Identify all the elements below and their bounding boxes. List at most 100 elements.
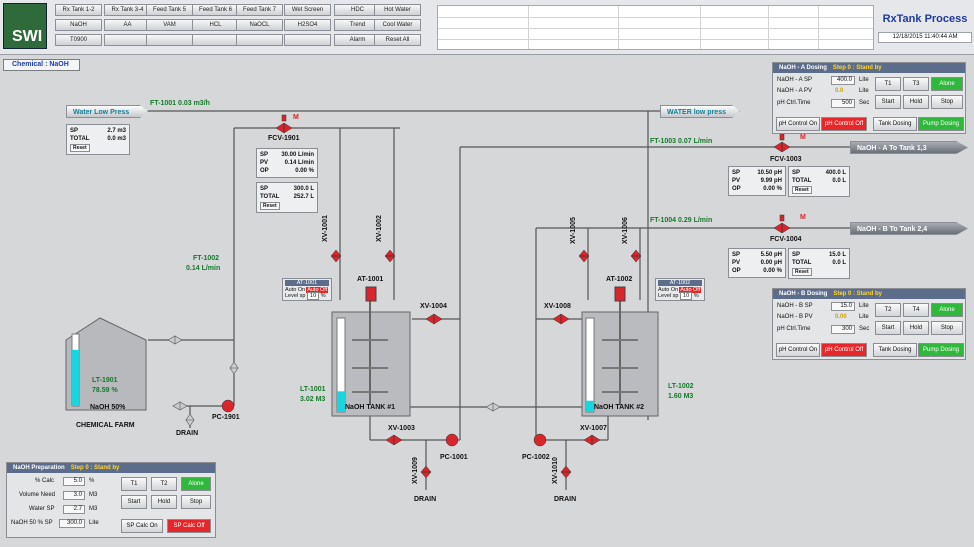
nav-button-14[interactable]: H2SO4 [284,19,331,31]
at1002-tag: AT-1002 [606,276,633,283]
xv1001-tag: XV-1001 [322,215,329,242]
naoh-b-stop-button[interactable]: Stop [931,321,963,335]
prep-water-sp-input[interactable]: 2.7 [63,505,85,514]
ft1002-value: 0.14 L/min [186,265,221,272]
naoh-b-ph-off-button[interactable]: pH Control Off [821,343,867,357]
fcv1003-reset-button[interactable]: Reset [792,186,812,194]
at1002-auto-off-button[interactable]: Auto Off [679,287,702,293]
naoh-a-ph-off-button[interactable]: pH Control Off [821,117,867,131]
nav-button-24[interactable]: Reset All [374,34,421,46]
prep-alone-button[interactable]: Alone [181,477,211,491]
water-reset-button[interactable]: Reset [70,144,90,152]
fcv1004-mode: M [800,214,806,221]
sp-calc-on-button[interactable]: SP Calc On [121,519,163,533]
tank1-level-bar [337,391,345,412]
naoh-a-start-button[interactable]: Start [875,95,901,109]
fcv1003-mode: M [800,134,806,141]
naoh-a-t3-button[interactable]: T3 [903,77,929,91]
xv1006-tag: XV-1006 [622,217,629,244]
nav-button-1[interactable]: Rx Tank 1-2 [55,4,102,16]
xv1007-tag: XV-1007 [580,425,607,432]
prep-naoh-sp-input[interactable]: 300.0 [59,519,85,528]
naoh-a-sp-input[interactable]: 400.0 [831,76,855,85]
xv1005-tag: XV-1005 [570,217,577,244]
naoh-b-pump-dosing-button[interactable]: Pump Dosing [918,343,964,357]
prep-volume-input[interactable]: 3.0 [63,491,85,500]
nav-button-22[interactable] [284,34,331,46]
naoh-b-sp-input[interactable]: 15.0 [831,302,855,311]
naoh-a-ph-on-button[interactable]: pH Control On [776,117,820,131]
prep-start-button[interactable]: Start [121,495,147,509]
nav-button-7[interactable]: HDC [334,4,381,16]
pc1001-label: PC-1001 [440,454,468,461]
fcv1901-mode: M [293,114,299,121]
sp-calc-off-button[interactable]: SP Calc Off [167,519,211,533]
drain-2-label: DRAIN [554,496,577,503]
naoh-b-outlet: NaOH - B To Tank 2,4 [850,222,968,235]
naoh-a-pump-dosing-button[interactable]: Pump Dosing [918,117,964,131]
farm-inner-label: NaOH 50% [90,404,126,411]
fcv1901-reset-button[interactable]: Reset [260,202,280,210]
xv1008-tag: XV-1008 [544,303,571,310]
at1001-auto-on-button[interactable]: Auto On [285,287,306,293]
naoh-a-tank-dosing-button[interactable]: Tank Dosing [873,117,917,131]
chemical-label: Chemical : NaOH [3,59,80,71]
nav-button-6[interactable]: Wet Screen [284,4,331,16]
at1001-auto-off-button[interactable]: Auto Off [306,287,329,293]
pc1002-label: PC-1002 [522,454,550,461]
naoh-b-hold-button[interactable]: Hold [903,321,929,335]
prep-t1-button[interactable]: T1 [121,477,147,491]
prep-stop-button[interactable]: Stop [181,495,211,509]
nav-button-23[interactable]: Alarm [334,34,381,46]
nav-button-9[interactable]: NaOH [55,19,102,31]
nav-button-17[interactable]: T0900 [55,34,102,46]
tank2-name: NaOH TANK #2 [594,404,645,411]
lt1001-value: 3.02 M3 [300,396,326,403]
at1002-auto-on-button[interactable]: Auto On [658,287,679,293]
fcv1004-reset-button[interactable]: Reset [792,268,812,276]
prep-calc-input[interactable]: 5.0 [63,477,85,486]
xv1010-tag: XV-1010 [552,457,559,484]
naoh-a-ctrl-time-input[interactable]: 500 [831,99,855,108]
naoh-b-ctrl-time-input[interactable]: 300 [831,325,855,334]
page-title: RxTank Process [882,13,968,25]
naoh-b-ph-on-button[interactable]: pH Control On [776,343,820,357]
nav-button-8[interactable]: Hot Water [374,4,421,16]
ft1004-flow: FT-1004 0.29 L/min [650,217,713,224]
nav-button-13[interactable]: NaOCL [236,19,283,31]
naoh-a-stop-button[interactable]: Stop [931,95,963,109]
fcv1004-tag: FCV-1004 [770,236,802,243]
nav-button-10[interactable]: AA [104,19,151,31]
naoh-b-t4-button[interactable]: T4 [903,303,929,317]
naoh-b-t2-button[interactable]: T2 [875,303,901,317]
at1001-tag: AT-1001 [357,276,384,283]
naoh-a-t1-button[interactable]: T1 [875,77,901,91]
prep-t2-button[interactable]: T2 [151,477,177,491]
nav-button-5[interactable]: Feed Tank 7 [236,4,283,16]
fcv1003-tag: FCV-1003 [770,156,802,163]
water-low-press-left: Water Low Press [66,105,148,118]
prep-hold-button[interactable]: Hold [151,495,177,509]
ft1003-flow: FT-1003 0.07 L/min [650,138,713,145]
naoh-b-tank-dosing-button[interactable]: Tank Dosing [873,343,917,357]
nav-button-21[interactable] [236,34,283,46]
naoh-a-alone-button[interactable]: Alone [931,77,963,91]
lt1002-value: 1.60 M3 [668,393,694,400]
chemical-farm-label: CHEMICAL FARM [76,422,135,429]
chemical-farm-level-bar [72,349,79,406]
nav-button-16[interactable]: Cool Water [374,19,421,31]
naoh-a-hold-button[interactable]: Hold [903,95,929,109]
naoh-b-alone-button[interactable]: Alone [931,303,963,317]
naoh-a-outlet: NaOH - A To Tank 1,3 [850,141,968,154]
naoh-b-start-button[interactable]: Start [875,321,901,335]
